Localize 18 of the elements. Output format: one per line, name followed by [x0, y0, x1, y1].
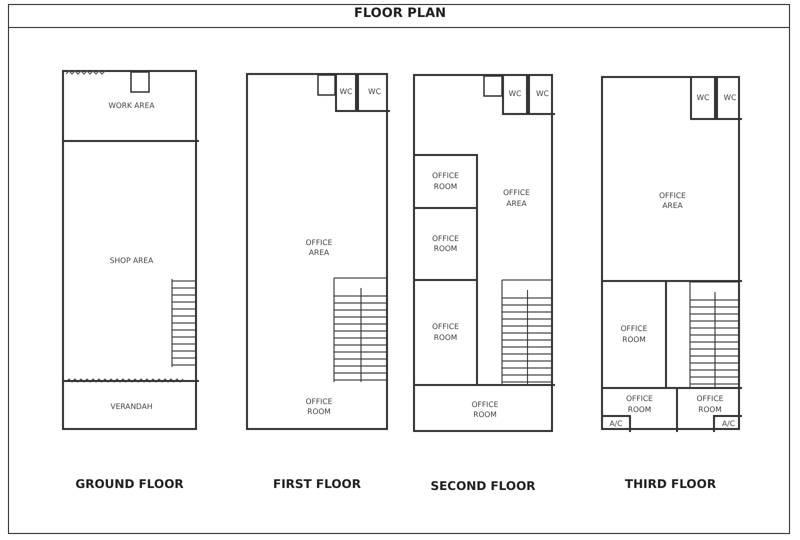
room-outline: [415, 207, 478, 279]
room-outline: [415, 154, 478, 207]
room-outline: [335, 75, 357, 112]
room-outline: [528, 76, 555, 115]
room-outline: [713, 415, 742, 432]
room-outline: [690, 78, 716, 120]
room-outline: [716, 78, 742, 120]
room-outline: [415, 279, 478, 384]
room-outline: [357, 75, 390, 112]
room-outline: [502, 76, 528, 115]
room-outline: [603, 415, 631, 432]
room-outline: [678, 387, 742, 432]
floor-label: GROUND FLOOR: [74, 477, 185, 491]
room-outline: [603, 387, 678, 432]
floor-label: FIRST FLOOR: [272, 477, 362, 491]
floor-label: SECOND FLOOR: [429, 479, 537, 493]
plan-title: FLOOR PLAN: [352, 6, 448, 21]
floor-label: THIRD FLOOR: [624, 477, 718, 491]
